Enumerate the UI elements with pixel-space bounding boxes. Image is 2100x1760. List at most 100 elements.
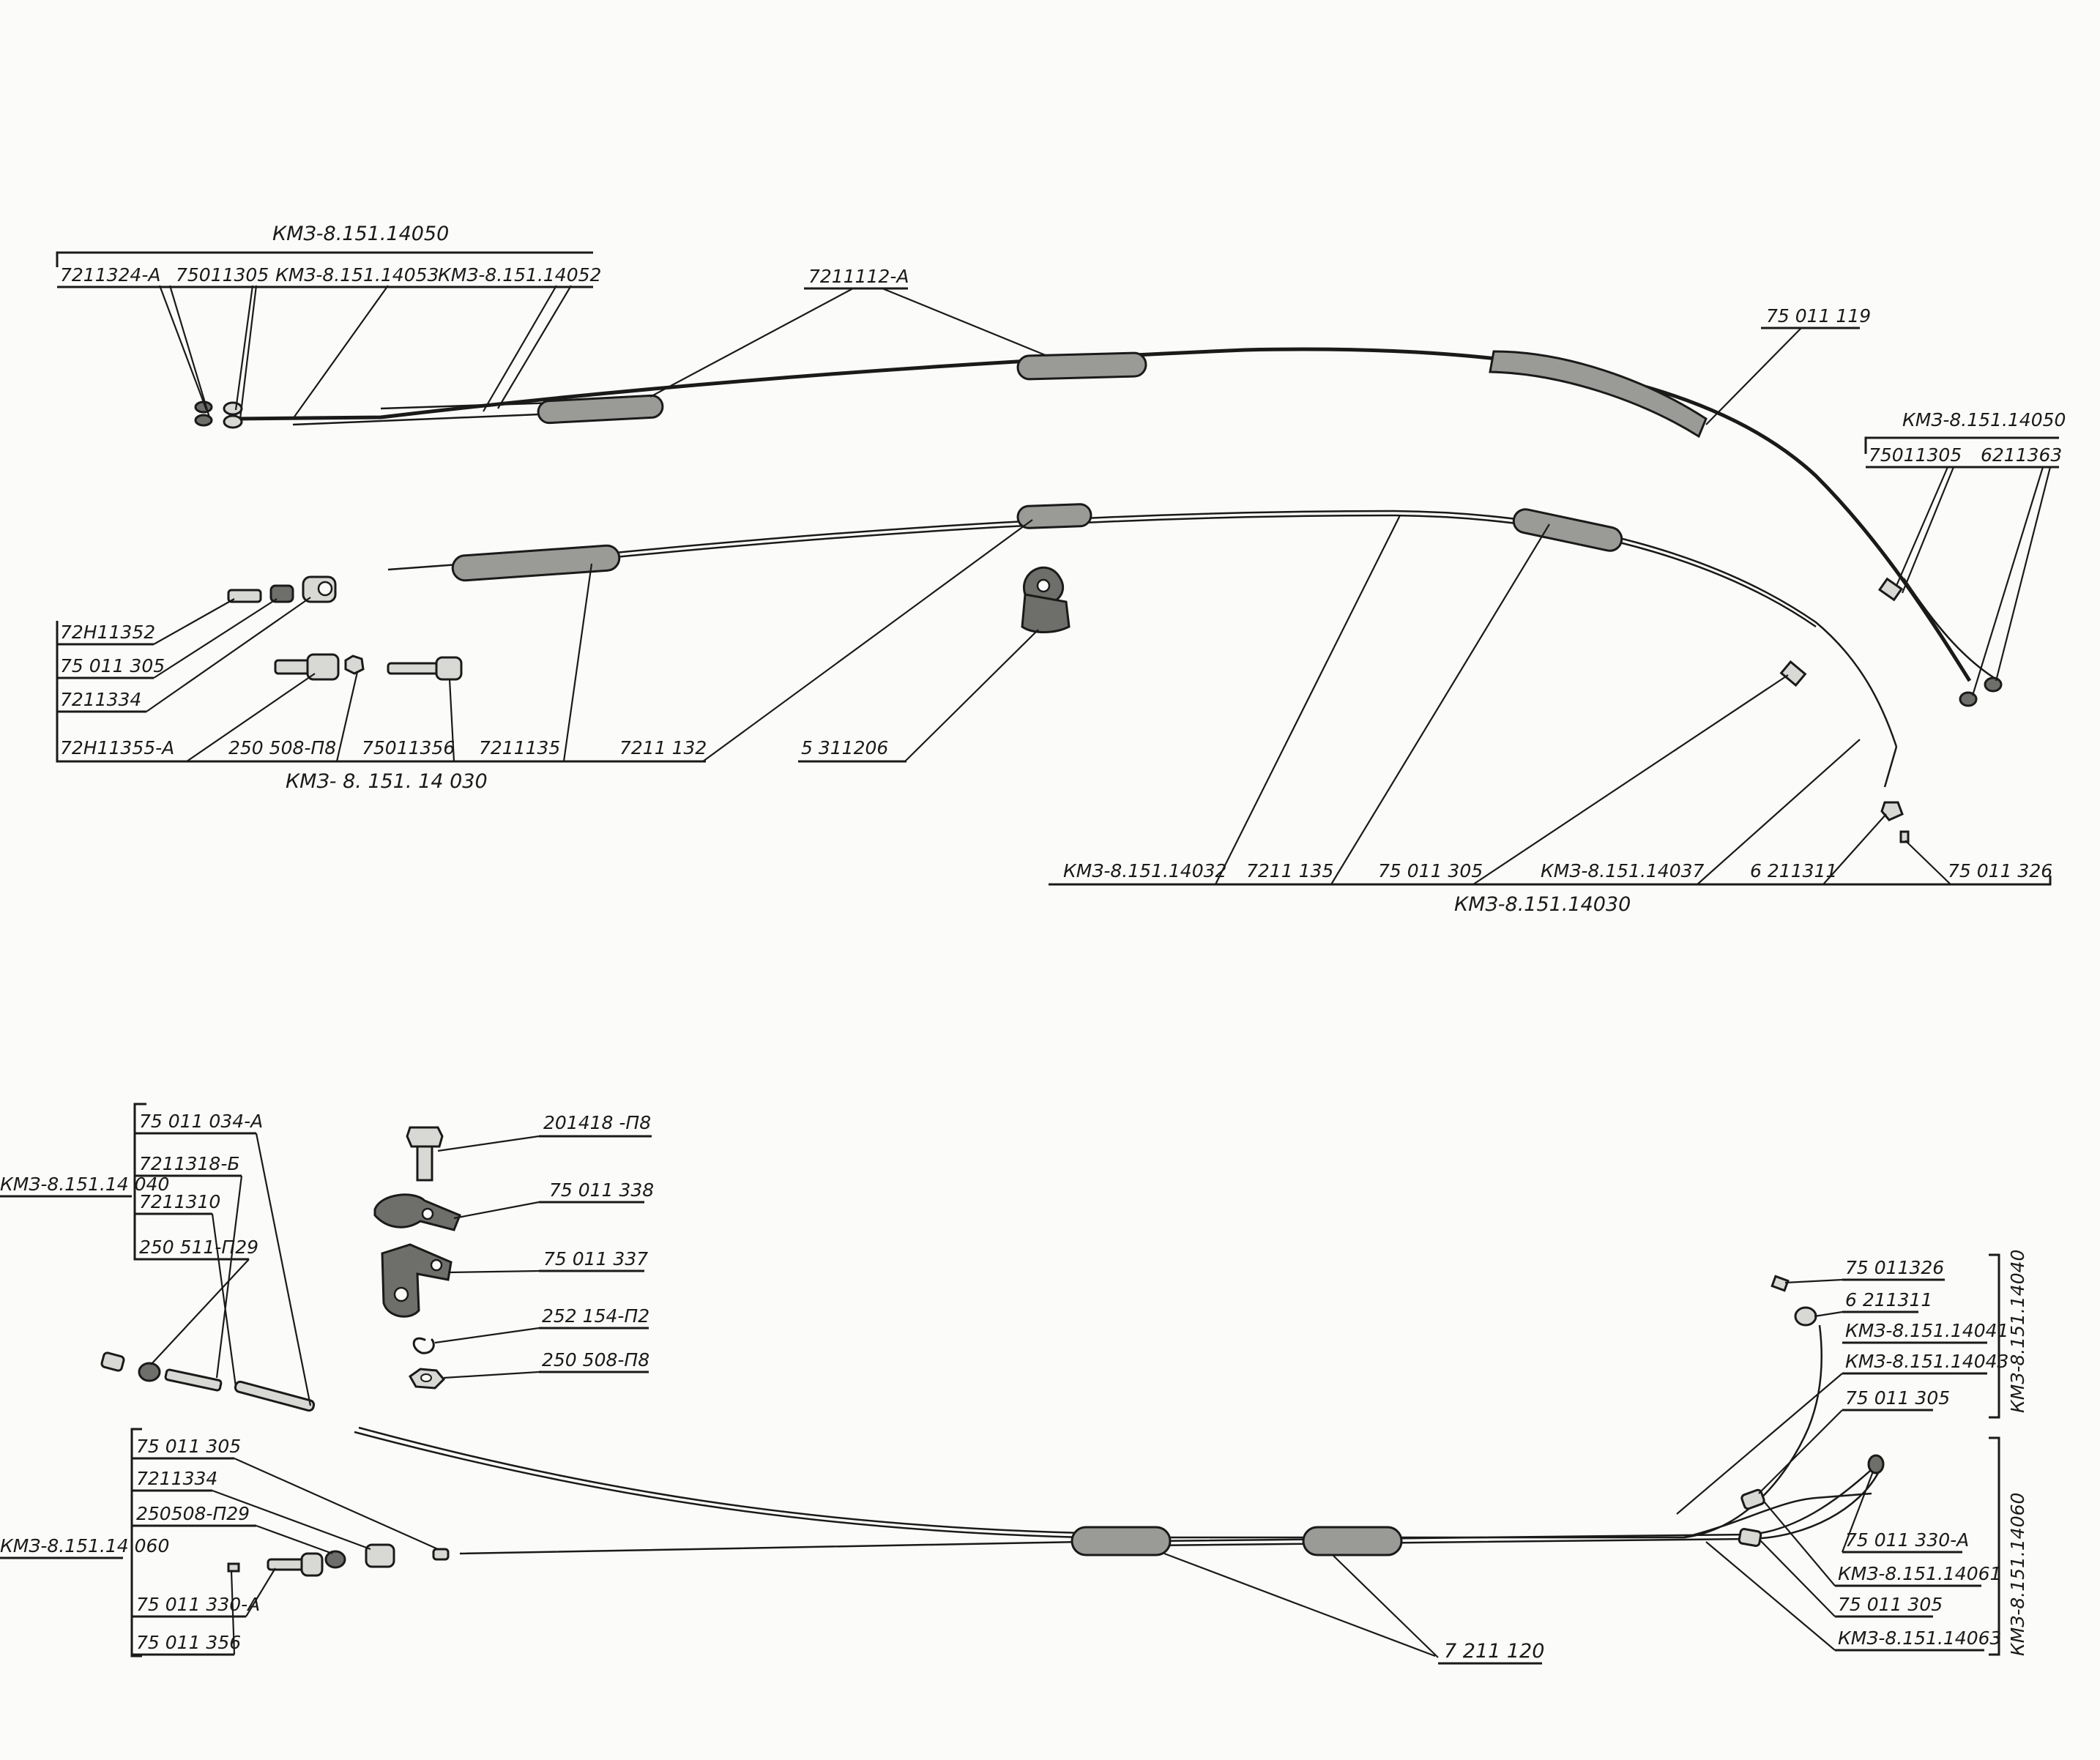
label-250508p8-b: 250 508-П8: [542, 1349, 649, 1371]
leader-250508p8: [335, 671, 359, 762]
label-kmz-14061: КМЗ-8.151.14061: [1838, 1563, 2001, 1584]
leader-kmz-14032: [1215, 515, 1401, 885]
right-end-cap: [1771, 1275, 1790, 1292]
label-75011034a: 75 011 034-А: [139, 1111, 263, 1132]
label-top-assembly: КМЗ-8.151.14050: [272, 223, 449, 245]
leader-right-75011305-2: [1901, 466, 1955, 594]
leader-75011034a: [255, 1133, 312, 1406]
leader-75011356-b: [230, 1570, 236, 1655]
label-75011356: 75011356: [362, 737, 455, 758]
label-75011305-c: 75 011 305: [1378, 860, 1483, 881]
label-7211334: 7211334: [60, 689, 141, 710]
label-250508p29: 250508-П29: [136, 1503, 250, 1524]
part-screw-7211310: [164, 1368, 223, 1392]
part-screw-head-75011356: [300, 1552, 324, 1577]
leader-6211311-b: [1814, 1310, 1843, 1318]
leader-7211318b: [215, 1175, 243, 1379]
label-7211112a: 7211112-А: [808, 266, 909, 287]
leader-7211324a-2: [168, 285, 211, 418]
upper-sleeve-2: [1016, 351, 1147, 381]
upper-cable: [234, 347, 1972, 682]
part-75011330a: [227, 1562, 240, 1573]
leader-right-6211363-2: [1995, 466, 2052, 682]
leader-6211311: [1822, 813, 1887, 885]
label-7211334-b: 7211334: [136, 1468, 217, 1489]
label-6211311: 6 211311: [1750, 860, 1837, 881]
middle-sleeve-1: [451, 544, 621, 582]
label-7211135: 7211135: [479, 737, 560, 758]
right-ferrule: [1877, 577, 1904, 602]
leader-right-6211363-1: [1971, 466, 2044, 696]
part-nut-7211334: [365, 1543, 395, 1568]
leader-kmz-14063: [1705, 1541, 1836, 1651]
part-nut-250508p29: [324, 1550, 346, 1569]
label-75011305-f: 75 011 305: [1838, 1594, 1943, 1615]
leader-250511p29: [150, 1259, 250, 1365]
part-75011326: [1899, 830, 1910, 843]
bracket-lower-right: [1049, 876, 2052, 886]
leader-75011330a-b: [1841, 1471, 1874, 1553]
bracket-bottom-row: [56, 732, 706, 763]
part-nut-250511p29: [138, 1362, 161, 1382]
label-left-assembly-14060: КМЗ-8.151.14 060: [0, 1535, 169, 1556]
leader-7211334: [146, 597, 311, 712]
leader-7211135: [562, 563, 593, 762]
leader-kmz-14037: [1697, 739, 1861, 885]
left-small-parts-upper: [227, 575, 337, 603]
leader-75011326-b: [1784, 1278, 1843, 1284]
upper-sleeve-3: [1489, 350, 1708, 439]
middle-cable-inner: [607, 514, 1817, 628]
label-7211324a: 7211324-А: [60, 264, 160, 286]
leader-kmz-14052-2: [497, 285, 572, 409]
label-252154p2: 252 154-П2: [542, 1305, 649, 1327]
ferrule-75011305: [269, 584, 294, 603]
label-75011305-d: 75 011 305: [136, 1436, 241, 1457]
bracket-75011337: [381, 1243, 453, 1318]
right-nut-1: [1959, 691, 1978, 707]
label-5311206: 5 311206: [801, 737, 888, 758]
leader-kmz-14053: [292, 285, 389, 420]
label-7211318b: 7211318-Б: [139, 1153, 240, 1174]
leader-75011305-e: [1758, 1409, 1843, 1494]
part-rod-75011034a: [234, 1380, 316, 1412]
leader-7211112a-2: [882, 287, 1048, 357]
leader-75011305-f: [1760, 1540, 1836, 1617]
label-75011119: 75 011 119: [1766, 305, 1871, 327]
label-201418p8: 201418 -П8: [543, 1112, 651, 1133]
leader-201418p8: [437, 1135, 540, 1152]
label-kmz-14063: КМЗ-8.151.14063: [1838, 1627, 2001, 1649]
leader-5311206: [904, 629, 1039, 762]
label-75011337: 75 011 337: [543, 1248, 648, 1269]
center-parts: [373, 1126, 461, 1390]
leader-250508p29: [256, 1524, 333, 1555]
middle-ferrule: [1779, 660, 1807, 687]
label-6211311-b: 6 211311: [1845, 1289, 1932, 1310]
leader-7211135-b: [1330, 523, 1550, 885]
label-75011356-b: 75 011 356: [136, 1632, 241, 1653]
leader-75011305-c: [1472, 674, 1789, 885]
upper-end-ferrule-2: [223, 414, 243, 429]
label-kmz-14053: КМЗ-8.151.14053: [275, 264, 439, 286]
leader-75011305-b: [153, 598, 278, 679]
label-bottom-assembly: КМЗ- 8. 151. 14 030: [286, 770, 488, 793]
leader-75011330a: [245, 1567, 276, 1617]
upper-end-ferrule-1: [223, 401, 243, 416]
leader-72h11352: [153, 598, 235, 645]
right-ferrule-upper: [1740, 1488, 1765, 1510]
label-7211120: 7 211 120: [1444, 1640, 1544, 1663]
label-75011330a-b: 75 011 330-А: [1845, 1529, 1969, 1551]
lower-cable-mid-branch: [1683, 1492, 1872, 1539]
right-nut-2: [1984, 676, 2003, 693]
leader-kmz-14061: [1764, 1502, 1836, 1586]
leader-250508p8-b: [443, 1371, 540, 1379]
left-small-parts-lower: [274, 653, 463, 681]
label-kmz-14041: КМЗ-8.151.14041: [1845, 1320, 2008, 1341]
label-75011330a: 75 011 330-А: [136, 1594, 260, 1615]
middle-cable: [387, 510, 1898, 747]
leader-right-75011305-1: [1895, 466, 1949, 586]
bracket-right-upper: [1989, 1253, 2000, 1419]
leader-7211112a-1: [649, 288, 854, 398]
leader-75011337: [447, 1269, 540, 1274]
label-7211135-b: 7211 135: [1246, 860, 1333, 881]
leader-75011305-1: [234, 285, 254, 411]
